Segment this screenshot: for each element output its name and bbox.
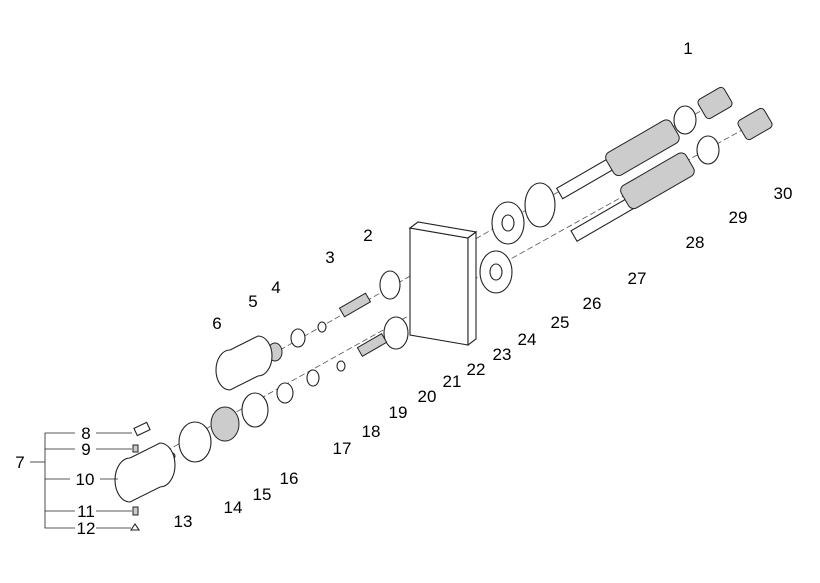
lever-8	[133, 421, 151, 437]
part-label-17: 17	[333, 439, 352, 458]
part-label-29: 29	[729, 208, 748, 227]
o-ring-26	[524, 182, 556, 228]
mounting-plate-side	[467, 230, 477, 347]
part-label-19: 19	[389, 403, 408, 422]
part-label-5: 5	[248, 292, 257, 311]
part-label-6: 6	[212, 314, 221, 333]
part-label-18: 18	[362, 422, 381, 441]
ring-17	[306, 369, 320, 387]
spindle-3	[338, 292, 372, 318]
pipe-27	[570, 197, 635, 242]
part-label-10: 10	[76, 470, 95, 489]
part-label-14: 14	[224, 498, 243, 517]
part-label-9: 9	[81, 440, 90, 459]
part-label-22: 22	[467, 360, 486, 379]
washer-18	[336, 360, 346, 372]
knob-insert-15	[210, 406, 240, 442]
group-bracket	[44, 432, 75, 529]
part-label-28: 28	[686, 233, 705, 252]
cartridge-1	[697, 86, 733, 120]
part-label-24: 24	[518, 330, 537, 349]
nut-29	[696, 135, 720, 165]
nut-4	[290, 328, 306, 348]
part-label-12: 12	[77, 519, 96, 538]
part-label-3: 3	[325, 248, 334, 267]
part-label-27: 27	[628, 269, 647, 288]
washer-upper	[317, 321, 327, 333]
handle-10	[114, 442, 176, 503]
bushing-2	[379, 270, 401, 300]
screw-11	[132, 506, 139, 516]
sleeve-upper	[605, 119, 680, 177]
bushing-20	[383, 316, 409, 350]
part-label-8: 8	[81, 424, 90, 443]
part-label-20: 20	[418, 387, 437, 406]
part-label-11: 11	[77, 502, 95, 521]
sleeve-28	[620, 152, 695, 210]
part-label-26: 26	[583, 294, 602, 313]
handle-6	[215, 335, 273, 391]
nut-17	[276, 382, 294, 404]
cap-12	[129, 523, 141, 531]
mounting-plate	[409, 227, 469, 346]
part-label-13: 13	[174, 512, 193, 531]
flange-25-hole	[501, 214, 515, 232]
part-label-16: 16	[280, 469, 299, 488]
set-screw-9	[132, 444, 139, 453]
part-label-15: 15	[253, 485, 272, 504]
nut-upper	[673, 105, 697, 135]
part-label-30: 30	[774, 184, 793, 203]
cartridge-30	[737, 107, 773, 141]
part-label-4: 4	[271, 278, 280, 297]
part-label-2: 2	[363, 226, 372, 245]
part-label-23: 23	[493, 345, 512, 364]
spindle-19	[356, 332, 388, 358]
part-label-7: 7	[15, 453, 24, 472]
part-label-21: 21	[443, 372, 462, 391]
ring-16	[241, 392, 269, 428]
flange-24-hole	[489, 263, 503, 281]
part-label-25: 25	[551, 313, 570, 332]
handle-base-14	[178, 421, 212, 463]
part-label-1: 1	[683, 39, 692, 58]
